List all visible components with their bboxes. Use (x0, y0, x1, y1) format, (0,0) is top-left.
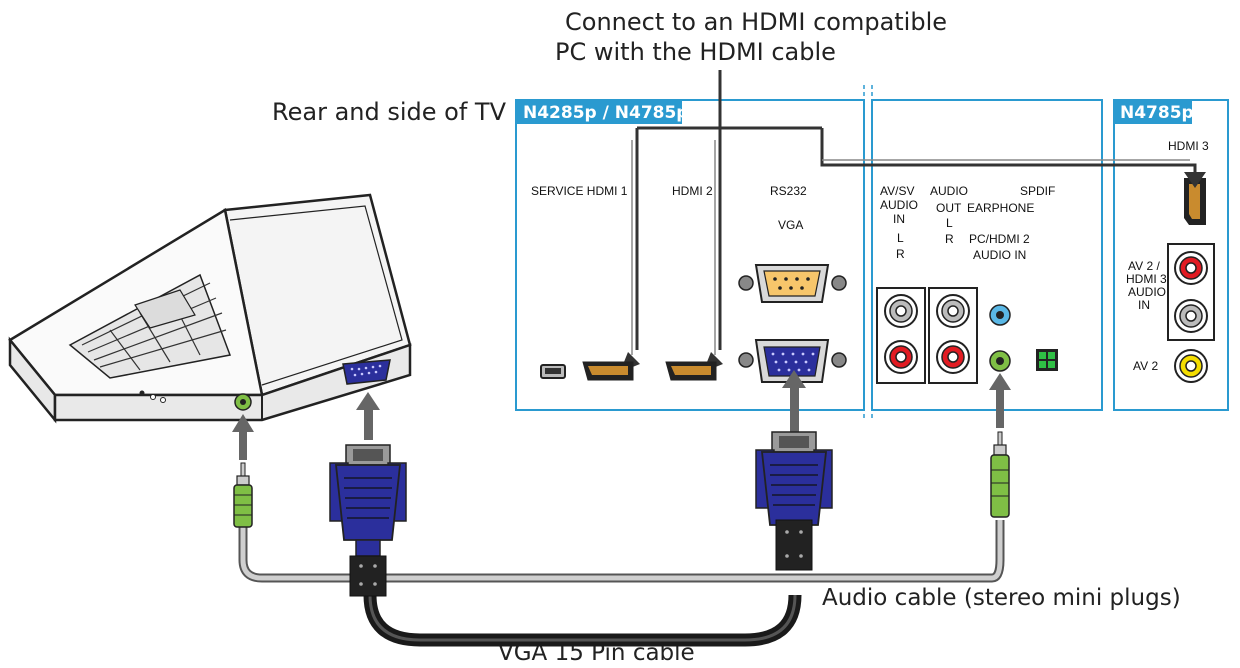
arrow-laptop-audio (232, 414, 254, 460)
vga-cable (363, 594, 802, 647)
rs232-port (738, 264, 847, 303)
svg-text:IN: IN (893, 212, 905, 226)
vga-label: VGA (778, 218, 803, 232)
svg-text:R: R (896, 247, 905, 261)
pc-audio-in-jack (989, 350, 1011, 372)
rs232-label: RS232 (770, 184, 807, 198)
laptop-audio-plug (233, 462, 253, 528)
svg-text:AV/SV: AV/SV (880, 184, 914, 198)
hdmi-caption-line2: PC with the HDMI cable (555, 38, 836, 66)
hdmi3-label: HDMI 3 (1168, 139, 1209, 153)
svg-text:AV 2 /: AV 2 / (1128, 259, 1160, 273)
hdmi-caption-line1: Connect to an HDMI compatible (565, 8, 947, 36)
svg-text:IN: IN (1138, 298, 1150, 312)
service-hdmi1-label: SERVICE HDMI 1 (531, 184, 628, 198)
av-sv-audio-in-label: AV/SV AUDIO IN L R (880, 184, 918, 261)
svg-text:AUDIO: AUDIO (930, 184, 968, 198)
hdmi1-port (582, 361, 634, 381)
av2-label: AV 2 (1133, 359, 1158, 373)
arrow-tv-vga (782, 370, 806, 435)
earphone-jack (989, 304, 1011, 326)
laptop-led (139, 390, 145, 396)
side-panel-badge (1114, 100, 1192, 124)
svg-text:HDMI 3: HDMI 3 (1126, 272, 1167, 286)
av-sv-audio-r-jack (884, 340, 918, 374)
svg-text:OUT: OUT (936, 201, 962, 215)
svg-text:R: R (945, 232, 954, 246)
audio-cable (240, 520, 1003, 581)
arrow-laptop-vga (356, 392, 380, 440)
spdif-label: SPDIF (1020, 184, 1055, 198)
tv-audio-plug (990, 431, 1010, 518)
pc-hdmi2-audio-in-label-2: AUDIO IN (973, 248, 1026, 262)
audio-out-r-jack (936, 340, 970, 374)
svg-text:L: L (897, 231, 904, 245)
hdmi-connector-lines (635, 70, 1197, 350)
svg-text:L: L (946, 216, 953, 230)
svg-text:AUDIO: AUDIO (1128, 285, 1166, 299)
earphone-label: EARPHONE (967, 201, 1034, 215)
av2-audio-l-jack (1174, 299, 1208, 333)
audio-out-label: AUDIO OUT L R (930, 184, 968, 246)
vga-cable-highlight (368, 594, 797, 642)
av2-hdmi3-audio-in-label: AV 2 / HDMI 3 AUDIO IN (1126, 259, 1167, 312)
main-panel-badge (516, 100, 682, 124)
laptop-vga-port (342, 359, 391, 385)
svg-text:AUDIO: AUDIO (880, 198, 918, 212)
tv-vga-port (738, 339, 847, 383)
tv-vga-plug (755, 431, 833, 571)
laptop-touchpad (134, 289, 196, 329)
main-panel-badge-label: N4285p / N4785p (523, 103, 688, 123)
av-sv-audio-l-jack (884, 294, 918, 328)
arrow-tv-audio (989, 373, 1011, 428)
laptop-vga-plug (329, 444, 407, 597)
hdmi3-arrow (1184, 172, 1206, 188)
side-panel-badge-label: N4785p (1120, 103, 1194, 123)
av2-audio-r-jack (1174, 251, 1208, 285)
pc-hdmi2-audio-in-label-1: PC/HDMI 2 (969, 232, 1030, 246)
spdif-port (1036, 349, 1058, 371)
hdmi2-port (665, 361, 717, 381)
audio-cable-caption: Audio cable (stereo mini plugs) (822, 585, 1181, 611)
laptop (8, 193, 412, 424)
av2-video-jack (1174, 349, 1208, 383)
hdmi2-label: HDMI 2 (672, 184, 713, 198)
rear-side-caption: Rear and side of TV (272, 98, 507, 126)
audio-out-l-jack (936, 294, 970, 328)
hdmi3-port (1184, 178, 1206, 225)
